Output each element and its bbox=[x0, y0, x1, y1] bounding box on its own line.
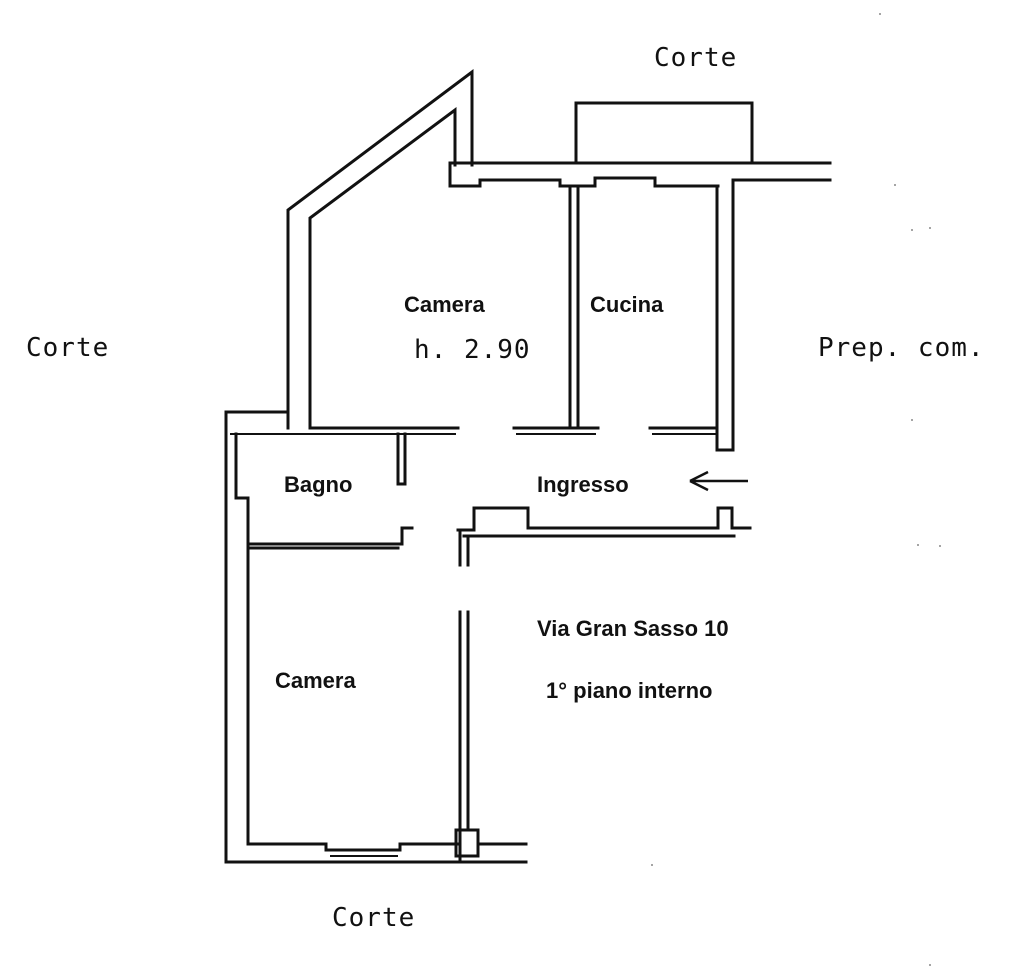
wall-ingresso-bottom bbox=[456, 506, 752, 538]
corte-bottom-label: Corte bbox=[332, 903, 415, 933]
address-street: Via Gran Sasso 10 bbox=[537, 616, 729, 641]
wall-camera-cucina bbox=[568, 184, 580, 430]
ceiling-height-label: h. 2.90 bbox=[414, 335, 531, 365]
room-label-ingresso: Ingresso bbox=[537, 472, 629, 497]
room-label-camera-lower: Camera bbox=[275, 668, 356, 693]
wall-bagno-right bbox=[396, 432, 407, 486]
corte-left-label: Corte bbox=[26, 333, 109, 363]
scan-specks bbox=[651, 13, 941, 966]
wall-left bbox=[224, 410, 290, 864]
column-bottom bbox=[454, 828, 480, 858]
arrow-left-icon bbox=[689, 470, 748, 492]
address-floor: 1° piano interno bbox=[546, 678, 712, 703]
corte-top-label: Corte bbox=[654, 43, 737, 73]
balcony-box bbox=[574, 101, 754, 165]
room-label-bagno: Bagno bbox=[284, 472, 352, 497]
room-label-cucina: Cucina bbox=[590, 292, 664, 317]
wall-bottom bbox=[224, 842, 528, 864]
wall-camera-right bbox=[458, 528, 470, 862]
wall-diagonal bbox=[286, 69, 474, 430]
prep-com-label: Prep. com. bbox=[818, 333, 985, 363]
room-label-camera-upper: Camera bbox=[404, 292, 485, 317]
walls bbox=[224, 69, 832, 864]
wall-top bbox=[448, 161, 832, 188]
wall-cucina-right bbox=[715, 178, 735, 452]
wall-bagno-bottom bbox=[246, 526, 414, 550]
